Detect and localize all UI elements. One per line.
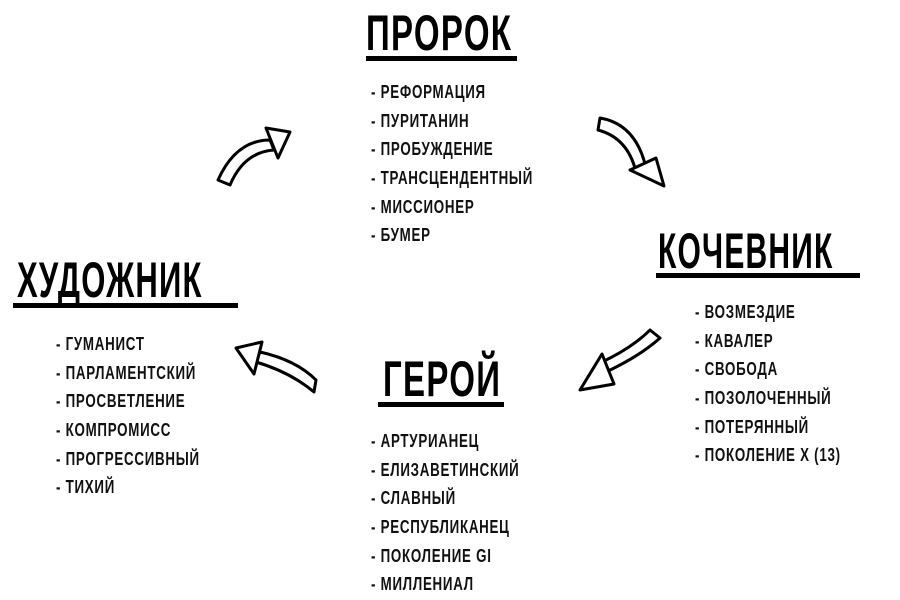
curved-arrow-icon — [596, 116, 666, 188]
list-item: - СЛАВНЫЙ — [371, 488, 456, 509]
list-item: - ТРАНСЦЕНДЕНТНЫЙ — [371, 168, 534, 189]
list-item: - КОМПРОМИСС — [56, 420, 172, 441]
list-item: - БУМЕР — [371, 225, 431, 246]
nomad-underline — [656, 273, 860, 278]
hero-list: - АРТУРИАНЕЦ - ЕЛИЗАВЕТИНСКИЙ - СЛАВНЫЙ … — [371, 427, 519, 599]
list-item: - РЕСПУБЛИКАНЕЦ — [371, 517, 510, 538]
nomad-list: - ВОЗМЕЗДИЕ - КАВАЛЕР - СВОБОДА - ПОЗОЛО… — [695, 298, 841, 470]
list-item: - ГУМАНИСТ — [56, 334, 145, 354]
list-item: - ПОКОЛЕНИЕ GI — [371, 545, 492, 566]
list-item: - АРТУРИАНЕЦ — [371, 431, 480, 451]
list-item: - ТИХИЙ — [56, 477, 116, 498]
prophet-list: - РЕФОРМАЦИЯ - ПУРИТАНИН - ПРОБУЖДЕНИЕ -… — [371, 78, 533, 250]
list-item: - ПОКОЛЕНИЕ X (13) — [695, 445, 841, 466]
curved-arrow-icon — [578, 328, 662, 392]
curved-arrow-icon — [234, 340, 318, 394]
prophet-heading: ПРОРОК — [366, 5, 513, 61]
list-item: - ЕЛИЗАВЕТИНСКИЙ — [371, 459, 520, 480]
nomad-heading: КОЧЕВНИК — [658, 223, 834, 279]
curved-arrow-icon — [216, 126, 292, 187]
hero-heading: ГЕРОЙ — [383, 351, 502, 407]
artist-underline — [13, 303, 238, 308]
list-item: - КАВАЛЕР — [695, 330, 774, 351]
list-item: - ПОЗОЛОЧЕННЫЙ — [695, 388, 832, 409]
hero-underline — [378, 402, 504, 407]
list-item: - ПРОСВЕТЛЕНИЕ — [56, 391, 186, 412]
prophet-underline — [366, 56, 517, 61]
list-item: - МИССИОНЕР — [371, 196, 475, 217]
list-item: - РЕФОРМАЦИЯ — [371, 82, 486, 102]
list-item: - ПАРЛАМЕНТСКИЙ — [56, 362, 197, 383]
list-item: - СВОБОДА — [695, 359, 778, 380]
list-item: - ПРОБУЖДЕНИЕ — [371, 139, 494, 160]
artist-list: - ГУМАНИСТ - ПАРЛАМЕНТСКИЙ - ПРОСВЕТЛЕНИ… — [56, 330, 200, 502]
list-item: - ПРОГРЕССИВНЫЙ — [56, 448, 200, 469]
list-item: - ПУРИТАНИН — [371, 110, 470, 131]
list-item: - ВОЗМЕЗДИЕ — [695, 302, 796, 322]
list-item: - ПОТЕРЯННЫЙ — [695, 416, 809, 437]
list-item: - МИЛЛЕНИАЛ — [371, 574, 474, 595]
artist-heading: ХУДОЖНИК — [17, 252, 203, 308]
